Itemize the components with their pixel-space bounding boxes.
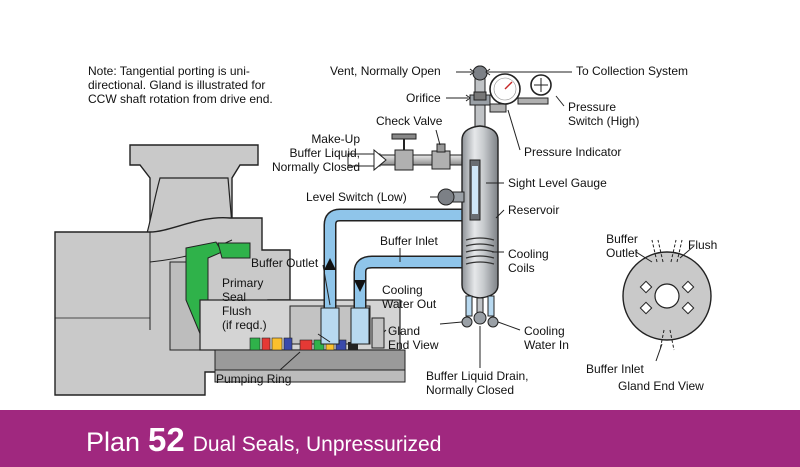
label-cooling-coils-2: Coils <box>508 261 535 275</box>
label-buffer-drain: Buffer Liquid Drain, Normally Closed <box>426 369 529 397</box>
label-to-collection: To Collection System <box>576 64 689 78</box>
label-pressure-indicator: Pressure Indicator <box>524 145 622 159</box>
label-reservoir: Reservoir <box>508 203 560 217</box>
label-buffer-drain-2: Normally Closed <box>426 383 515 397</box>
label-primary-seal-1: Primary <box>222 276 264 290</box>
label-buffer-drain-1: Buffer Liquid Drain, <box>426 369 529 383</box>
label-cooling-water-in: Cooling Water In <box>524 324 569 352</box>
outlet-port-fitting <box>320 307 340 345</box>
label-primary-seal-flush: Primary Seal Flush (if reqd.) <box>222 276 267 332</box>
plan-subtitle: Dual Seals, Unpressurized <box>192 433 442 456</box>
label-buffer-inlet: Buffer Inlet <box>380 234 438 248</box>
label-orifice: Orifice <box>406 91 441 105</box>
vent-valve <box>472 65 488 81</box>
label-cooling-water-in-1: Cooling <box>524 324 565 338</box>
label-check-valve: Check Valve <box>376 114 443 128</box>
label-gev-title: Gland End View <box>618 379 704 393</box>
label-primary-seal-2: Seal <box>222 290 247 304</box>
label-gland-end-view-2: End View <box>388 338 439 352</box>
buffer-piping <box>323 208 465 318</box>
label-gev-buffer-outlet-1: Buffer <box>606 232 638 246</box>
outlet-flow-arrow <box>324 258 336 270</box>
plan-banner <box>0 410 800 467</box>
plan-number: 52 <box>148 421 185 458</box>
label-gev-flush: Flush <box>688 238 718 252</box>
label-pressure-switch: Pressure Switch (High) <box>568 100 639 128</box>
label-gev-buffer-outlet-2: Outlet <box>605 246 638 260</box>
label-sight-gauge: Sight Level Gauge <box>508 176 607 190</box>
tangential-porting-note: Note: Tangential porting is uni- directi… <box>88 64 273 106</box>
label-make-up: Make-Up Buffer Liquid, Normally Closed <box>262 132 360 174</box>
label-gland-end-view-1: Gland <box>388 324 421 338</box>
label-gev-buffer-inlet: Buffer Inlet <box>586 362 644 376</box>
note-line-3: CCW shaft rotation from drive end. <box>88 92 273 106</box>
pressure-indicator <box>489 73 521 113</box>
callout-lines <box>279 68 695 371</box>
label-primary-seal-4: (if reqd.) <box>222 318 267 332</box>
label-cooling-water-out-2: Water Out <box>382 297 437 311</box>
label-vent: Vent, Normally Open <box>330 64 441 78</box>
level-switch <box>437 188 465 206</box>
label-level-switch: Level Switch (Low) <box>306 190 407 204</box>
label-buffer-outlet: Buffer Outlet <box>251 256 319 270</box>
label-pumping-ring: Pumping Ring <box>216 372 292 386</box>
label-gev-buffer-outlet: Buffer Outlet <box>604 232 640 260</box>
label-cooling-coils: Cooling Coils <box>508 247 549 275</box>
label-primary-seal-3: Flush <box>222 304 252 318</box>
label-cooling-water-out-1: Cooling <box>382 283 423 297</box>
label-cooling-coils-1: Cooling <box>508 247 549 261</box>
inlet-flow-arrow <box>354 280 366 292</box>
label-cooling-water-out: Cooling Water Out <box>382 283 436 311</box>
note-line-2: directional. Gland is illustrated for <box>88 78 266 92</box>
label-make-up-3: Normally Closed <box>271 160 360 174</box>
orifice <box>473 91 487 101</box>
pressure-switch <box>517 74 552 105</box>
label-pressure-switch-1: Pressure <box>568 100 617 114</box>
label-gland-end-view: Gland End View <box>388 324 438 352</box>
label-make-up-1: Make-Up <box>311 132 360 146</box>
label-cooling-water-in-2: Water In <box>524 338 569 352</box>
label-pressure-switch-2: Switch (High) <box>568 114 640 128</box>
makeup-line <box>379 133 466 171</box>
label-make-up-2: Buffer Liquid, <box>289 146 361 160</box>
note-line-1: Note: Tangential porting is uni- <box>88 64 250 78</box>
inlet-port-fitting <box>350 307 370 345</box>
inboard-seal-insert <box>217 242 251 259</box>
plan-word: Plan <box>86 427 141 457</box>
gland-end-view-drawing <box>622 239 712 351</box>
